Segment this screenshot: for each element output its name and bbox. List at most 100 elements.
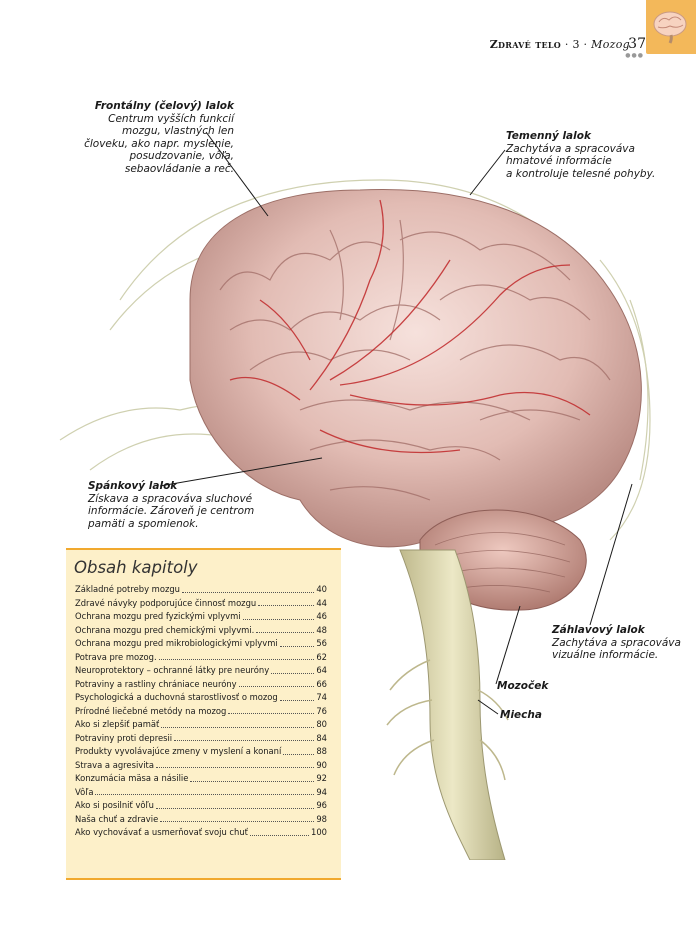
frontal-lobe-desc-1: Centrum vyšších funkcií bbox=[108, 112, 234, 125]
spinal-cord-title: Miecha bbox=[500, 709, 542, 721]
contents-item[interactable]: Zdravé návyky podporujúce činnosť mozgu 4… bbox=[75, 597, 327, 611]
frontal-lobe-label: Frontálny (čelový) lalok Centrum vyšších… bbox=[62, 100, 234, 175]
contents-item[interactable]: Ako si posilniť vôľu 96 bbox=[75, 799, 327, 813]
contents-item-page: 94 bbox=[316, 786, 327, 797]
cerebellum-title: Mozoček bbox=[497, 680, 549, 692]
contents-item[interactable]: Ako vychovávať a usmerňovať svoju chuť 10… bbox=[75, 826, 327, 840]
contents-item-title: Ochrana mozgu pred fyzickými vplyvmi bbox=[75, 611, 241, 621]
contents-item-page: 92 bbox=[316, 773, 327, 783]
running-header: Zdravé telo · 3 · Mozog 37 ●●● bbox=[420, 36, 690, 62]
running-title: Zdravé telo bbox=[489, 38, 562, 51]
contents-item-page: 76 bbox=[316, 705, 327, 716]
temporal-lobe-desc-2: informácie. Zároveň je centrom bbox=[88, 505, 255, 517]
contents-item-title: Potraviny proti depresii bbox=[75, 732, 173, 743]
contents-item-title: Strava a agresivita bbox=[75, 759, 154, 770]
temporal-lobe-label: Spánkový lalok Získava a spracováva sluc… bbox=[88, 480, 278, 530]
contents-list: Základné potreby mozgu 40 Zdravé návyky p… bbox=[66, 583, 341, 840]
contents-item-title: Psychologická a duchovná starostlivosť o… bbox=[75, 692, 278, 702]
parietal-lobe-desc-2: hmatové informácie bbox=[506, 155, 612, 167]
contents-item-page: 64 bbox=[316, 665, 327, 675]
occipital-lobe-desc-2: vizuálne informácie. bbox=[552, 649, 659, 661]
frontal-lobe-desc-5: sebaovládanie a reč. bbox=[124, 162, 234, 175]
contents-item-title: Zdravé návyky podporujúce činnosť mozgu bbox=[75, 597, 257, 608]
chapter-tab bbox=[646, 0, 696, 54]
contents-item-title: Ako si posilniť vôľu bbox=[75, 800, 154, 810]
contents-item[interactable]: Vôľa 94 bbox=[75, 786, 327, 800]
contents-item[interactable]: Ochrana mozgu pred mikrobiologickými vpl… bbox=[75, 637, 327, 651]
parietal-lobe-title: Temenný lalok bbox=[506, 130, 591, 142]
chapter-number: 3 bbox=[572, 38, 580, 51]
parietal-lobe-label: Temenný lalok Zachytáva a spracováva hma… bbox=[506, 130, 681, 180]
chapter-name: Mozog bbox=[591, 38, 630, 51]
contents-item-title: Potrava pre mozog. bbox=[75, 651, 157, 662]
contents-item-page: 46 bbox=[316, 611, 327, 621]
contents-item-page: 98 bbox=[316, 813, 327, 824]
running-title-line: Zdravé telo · 3 · Mozog bbox=[489, 38, 630, 51]
brain-illustration bbox=[59, 131, 651, 860]
temporal-lobe-desc-1: Získava a spracováva sluchové bbox=[88, 492, 253, 505]
contents-item-page: 44 bbox=[316, 597, 327, 608]
contents-item-page: 62 bbox=[316, 651, 327, 662]
gyri bbox=[219, 219, 611, 501]
chapter-contents-box: Obsah kapitoly Základné potreby mozgu 40 … bbox=[66, 548, 341, 880]
frontal-lobe-title: Frontálny (čelový) lalok bbox=[94, 100, 234, 112]
contents-item[interactable]: Základné potreby mozgu 40 bbox=[75, 583, 327, 597]
frontal-lobe-desc-4: posudzovanie, vôľa, bbox=[129, 150, 235, 162]
contents-item-title: Potraviny a rastliny chrániace neuróny bbox=[75, 678, 237, 689]
contents-item-page: 74 bbox=[316, 692, 327, 702]
brain-icon bbox=[653, 11, 687, 44]
contents-item-page: 96 bbox=[316, 800, 327, 810]
frontal-lobe-desc-3: človeku, ako napr. myslenie, bbox=[84, 137, 234, 150]
spinal-cord-label: Miecha bbox=[500, 709, 580, 722]
contents-item-title: Neuroprotektory – ochranné látky pre neu… bbox=[75, 665, 270, 675]
contents-item-title: Konzumácia mäsa a násilie bbox=[75, 773, 189, 783]
page-number: 37 bbox=[628, 36, 646, 52]
temporal-lobe-desc-3: pamäti a spomienok. bbox=[88, 517, 199, 530]
contents-item-title: Prírodné liečebné metódy na mozog bbox=[75, 705, 227, 716]
temporal-lobe-title: Spánkový lalok bbox=[88, 480, 178, 492]
contents-item[interactable]: Potraviny a rastliny chrániace neuróny 66 bbox=[75, 678, 327, 692]
occipital-lobe-title: Záhlavový lalok bbox=[552, 624, 645, 636]
contents-heading: Obsah kapitoly bbox=[74, 558, 198, 577]
contents-item-page: 80 bbox=[316, 719, 327, 729]
contents-item-title: Ochrana mozgu pred mikrobiologickými vpl… bbox=[75, 638, 278, 648]
contents-item[interactable]: Ochrana mozgu pred fyzickými vplyvmi 46 bbox=[75, 610, 327, 624]
contents-item[interactable]: Konzumácia mäsa a násilie 92 bbox=[75, 772, 327, 786]
contents-item-page: 88 bbox=[316, 746, 327, 756]
contents-item-page: 48 bbox=[316, 624, 327, 635]
occipital-lobe-desc-1: Zachytáva a spracováva bbox=[552, 636, 681, 649]
contents-item[interactable]: Potrava pre mozog. 62 bbox=[75, 651, 327, 665]
parietal-lobe-desc-3: a kontroluje telesné pohyby. bbox=[506, 167, 656, 180]
contents-item-title: Základné potreby mozgu bbox=[75, 584, 180, 594]
cerebellum-label: Mozoček bbox=[497, 680, 577, 693]
blood-vessels bbox=[229, 199, 591, 454]
spinal-cord bbox=[399, 549, 506, 860]
leader-lines bbox=[159, 131, 633, 715]
contents-item[interactable]: Neuroprotektory – ochranné látky pre neu… bbox=[75, 664, 327, 678]
contents-item[interactable]: Psychologická a duchovná starostlivosť o… bbox=[75, 691, 327, 705]
contents-item[interactable]: Produkty vyvolávajúce zmeny v myslení a … bbox=[75, 745, 327, 759]
contents-item-title: Ochrana mozgu pred chemickými vplyvmi. bbox=[75, 624, 255, 635]
contents-item[interactable]: Naša chuť a zdravie 98 bbox=[75, 813, 327, 827]
contents-item[interactable]: Potraviny proti depresii 84 bbox=[75, 732, 327, 746]
frontal-lobe-desc-2: mozgu, vlastných len bbox=[122, 125, 234, 137]
contents-item-page: 66 bbox=[316, 678, 327, 689]
parietal-lobe-desc-1: Zachytáva a spracováva bbox=[506, 142, 635, 155]
contents-item[interactable]: Prírodné liečebné metódy na mozog 76 bbox=[75, 705, 327, 719]
page-number-dots: ●●● bbox=[625, 52, 644, 59]
spinal-nerves bbox=[386, 659, 509, 781]
contents-item-title: Vôľa bbox=[75, 786, 94, 797]
occipital-lobe-label: Záhlavový lalok Zachytáva a spracováva v… bbox=[552, 624, 687, 662]
contents-item-page: 84 bbox=[316, 732, 327, 743]
contents-item-page: 56 bbox=[316, 638, 327, 648]
cerebrum bbox=[189, 188, 642, 548]
contents-item-title: Produkty vyvolávajúce zmeny v myslení a … bbox=[75, 746, 282, 756]
contents-item-title: Naša chuť a zdravie bbox=[75, 813, 159, 824]
contents-item[interactable]: Ochrana mozgu pred chemickými vplyvmi. 48 bbox=[75, 624, 327, 638]
contents-item[interactable]: Strava a agresivita 90 bbox=[75, 759, 327, 773]
contents-item-title: Ako vychovávať a usmerňovať svoju chuť bbox=[75, 827, 248, 837]
contents-item-page: 90 bbox=[316, 759, 327, 770]
contents-item-page: 40 bbox=[316, 584, 327, 594]
contents-item-page: 100 bbox=[311, 827, 327, 837]
